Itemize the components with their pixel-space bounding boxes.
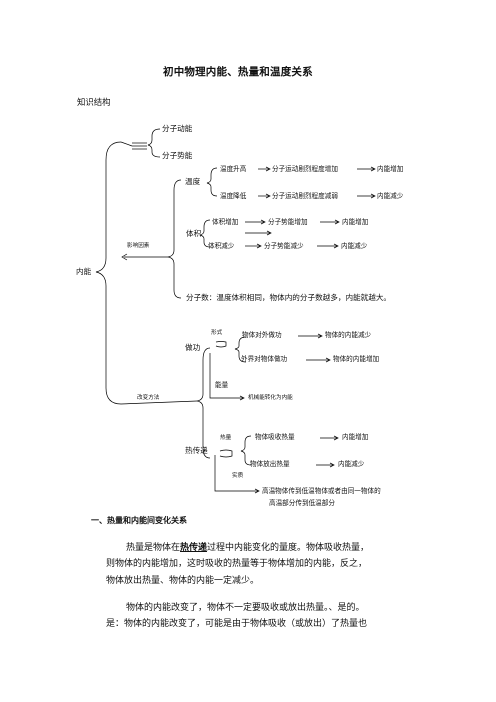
- heat-release-result: 内能减少: [338, 460, 365, 468]
- heat-release: 物体放出热量: [250, 460, 290, 468]
- molecule-count-line: 分子数：温度体积相同，物体内的分子数越多，内能就越大。: [186, 293, 392, 302]
- node-work: 做功: [185, 343, 201, 352]
- node-heat-transfer: 热传递: [185, 446, 208, 455]
- temp-rise-result: 内能增加: [377, 165, 404, 173]
- p1-term-heat-transfer: 热传递: [180, 543, 208, 553]
- temp-fall-result: 内能减少: [377, 192, 404, 200]
- heat-absorb-result: 内能增加: [342, 433, 369, 441]
- work-in: 外界对物体做功: [241, 355, 288, 363]
- change-brace: [196, 347, 211, 459]
- node-temperature: 温度: [185, 177, 201, 186]
- work-out: 物体对外做功: [242, 331, 282, 339]
- molecular-brace: [147, 128, 161, 158]
- vol-decrease: 体积减少: [208, 242, 235, 250]
- work-in-result: 物体的内能增加: [333, 355, 380, 363]
- paragraph-2-line-1: 物体的内能改变了，物体不一定要吸收或放出热量。、是的。: [126, 603, 365, 613]
- heat-brace: [240, 435, 252, 466]
- root-brace: [95, 141, 122, 405]
- work-energy-note: 机械能转化为内能: [248, 395, 293, 401]
- factors-brace: [167, 179, 182, 299]
- volume-brace: [199, 219, 211, 248]
- heat-essence: 实质: [232, 473, 244, 479]
- temp-fall: 温度降低: [220, 192, 247, 200]
- vol-decrease-effect: 分子势能减少: [264, 242, 304, 250]
- section-label-knowledge-structure: 知识结构: [77, 97, 111, 107]
- vol-increase: 体积增加: [212, 218, 239, 226]
- temp-fall-effect: 分子运动剧烈程度减弱: [272, 192, 338, 200]
- page-title: 初中物理内能、热量和温度关系: [163, 66, 313, 78]
- paragraph-1-line-2: 则物体的内能增加，这时吸收的热量等于物体增加的内能，反之，: [106, 559, 368, 569]
- work-brace: [234, 336, 247, 363]
- node-change-method: 改变方法: [137, 395, 160, 401]
- node-molecular-kinetic: 分子动能: [162, 124, 193, 133]
- heat-essence-line2: 高温部分传到低温部分: [269, 499, 335, 507]
- paragraph-1-line-1: 热量是物体在热传递过程中内能变化的量度。物体吸收热量，: [126, 544, 369, 553]
- temp-rise-effect: 分子运动剧烈程度增加: [272, 165, 338, 173]
- p1-part-a: 热量是物体在: [126, 543, 181, 553]
- node-factors: 影响因素: [127, 243, 150, 249]
- node-molecular-potential: 分子势能: [162, 151, 193, 160]
- p1-part-b: 过程中内能变化的量度。物体吸收热量，: [207, 543, 370, 553]
- paragraph-2-line-2: 是：物体的内能改变了，可能是由于物体吸收（或放出）了热量也: [106, 619, 368, 629]
- heat-quantity: 热量: [220, 435, 232, 441]
- vol-decrease-result: 内能减少: [341, 242, 368, 250]
- vol-increase-result: 内能增加: [342, 218, 369, 226]
- node-volume: 体积: [186, 229, 202, 238]
- section-heading: 一、热量和内能间变化关系: [91, 515, 187, 525]
- vol-increase-effect: 分子势能增加: [268, 218, 308, 226]
- temperature-brace: [206, 167, 218, 197]
- work-out-result: 物体的内能减少: [325, 331, 372, 339]
- temp-rise: 温度升高: [220, 165, 247, 173]
- paragraph-1-line-3: 物体放出热量、物体的内能一定减少。: [106, 576, 260, 586]
- heat-absorb: 物体吸收热量: [255, 433, 295, 441]
- work-form: 形式: [211, 330, 223, 336]
- work-energy: 能量: [215, 381, 229, 389]
- root-label: 内能: [76, 267, 92, 276]
- heat-essence-line1: 高温物体传到低温物体或者由同一物体的: [262, 487, 381, 495]
